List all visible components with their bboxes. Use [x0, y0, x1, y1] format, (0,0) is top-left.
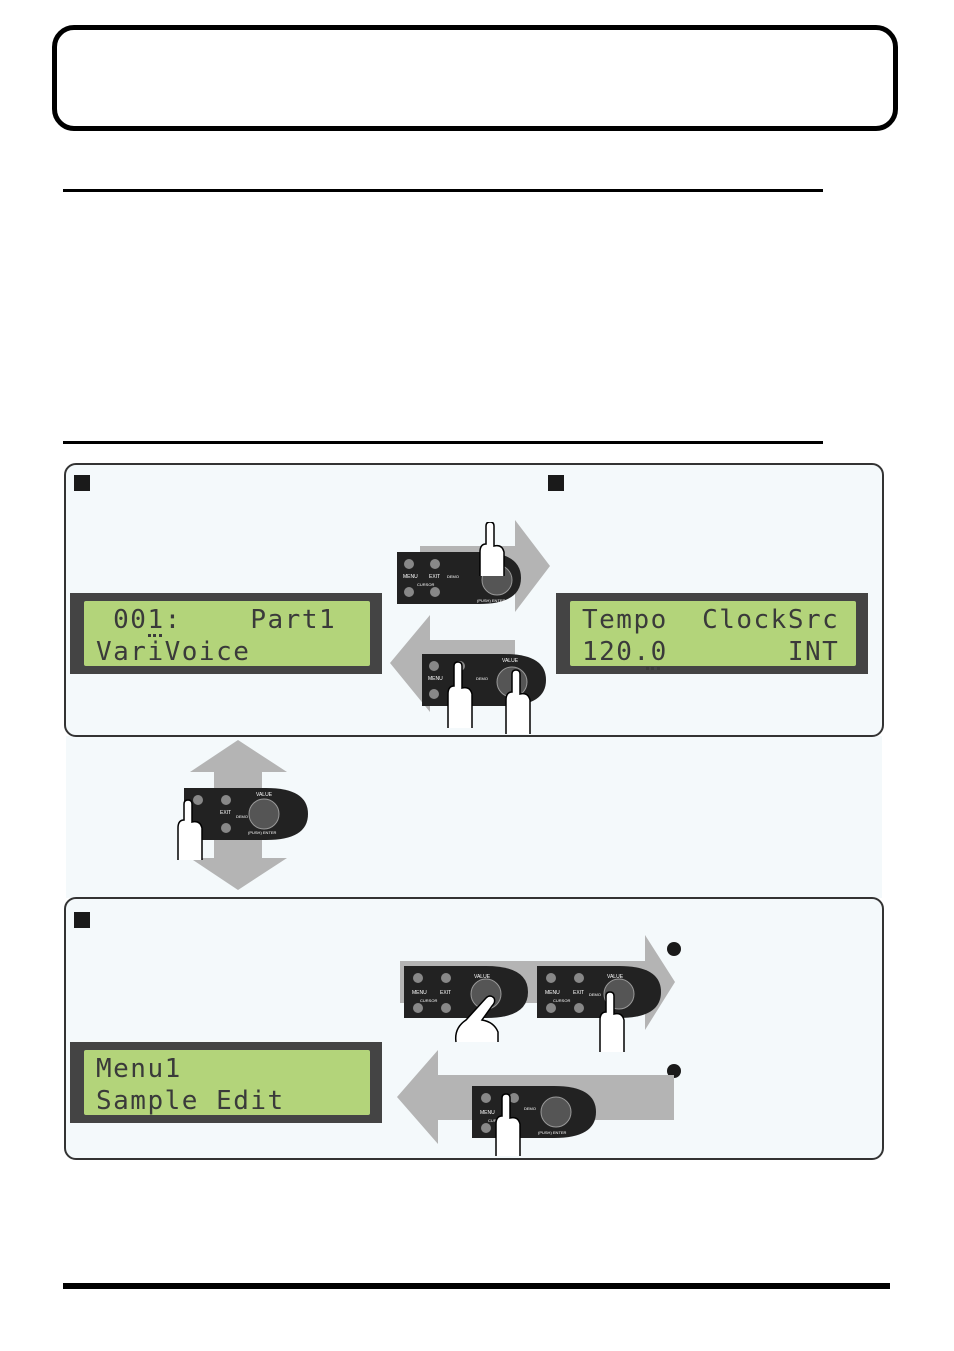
section-rule-1 [63, 189, 823, 192]
hand-pointer-icon [447, 661, 473, 728]
exit-button[interactable] [574, 973, 584, 983]
hand-pointer-icon [177, 799, 203, 860]
menu-button[interactable] [546, 973, 556, 983]
lcd-line-1: Menu1 [96, 1054, 182, 1084]
lcd-line-2: 120.0 INT [582, 637, 840, 667]
menu-button[interactable] [481, 1093, 491, 1103]
exit-button[interactable] [441, 973, 451, 983]
control-panel-widget: MENU EXIT CURSOR DEMO VALUE [537, 966, 661, 1018]
cursor-left-button[interactable] [481, 1123, 491, 1133]
cursor-left-button[interactable] [404, 587, 414, 597]
menu-button[interactable] [429, 661, 439, 671]
lcd-tempo-screen: Tempo ClockSrc 120.0 INT [556, 593, 868, 674]
menu-label: MENU [480, 1110, 495, 1116]
lcd-line-2: Sample Edit [96, 1086, 285, 1116]
menu-button[interactable] [193, 795, 203, 805]
exit-label: EXIT [220, 810, 231, 816]
push-enter-label: (PUSH) ENTER [248, 830, 277, 835]
menu-label: MENU [403, 574, 418, 580]
lcd-line-2: VariVoice [96, 637, 251, 667]
menu-label: MENU [412, 990, 427, 996]
hand-pointer-icon [505, 669, 531, 734]
lcd-line-1: 001: Part1 [96, 605, 337, 635]
control-panel-widget: MENU EXIT CURSOR VALUE [404, 966, 528, 1018]
push-enter-label: (PUSH) ENTER [538, 1130, 567, 1135]
value-label: VALUE [607, 974, 624, 980]
value-label: VALUE [256, 792, 273, 798]
push-enter-label: (PUSH) ENTER [477, 598, 506, 603]
demo-label: DEMO [236, 814, 248, 819]
edit-cursor [646, 667, 660, 670]
value-label: VALUE [502, 658, 519, 664]
exit-button[interactable] [221, 795, 231, 805]
filled-circle-icon [667, 942, 681, 956]
value-knob[interactable] [248, 798, 280, 830]
cursor-left-button[interactable] [429, 689, 439, 699]
lcd-play-screen: 001: Part1 VariVoice [70, 593, 382, 674]
control-panel-widget: EXIT DEMO VALUE (PUSH) ENTER [184, 788, 308, 840]
edit-cursor [148, 634, 162, 637]
value-knob[interactable] [540, 1096, 572, 1128]
cursor-right-button[interactable] [430, 587, 440, 597]
menu-label: MENU [545, 990, 560, 996]
lcd-line-1: Tempo ClockSrc [582, 605, 840, 635]
cursor-right-button[interactable] [221, 823, 231, 833]
filled-square-icon [74, 475, 90, 491]
demo-label: DEMO [476, 676, 488, 681]
cursor-left-button[interactable] [413, 1003, 423, 1013]
cursor-label: CURSOR [420, 998, 437, 1003]
hand-pointer-icon [495, 1093, 521, 1156]
exit-label: EXIT [440, 990, 451, 996]
hand-pointer-icon [599, 991, 625, 1052]
filled-square-icon [548, 475, 564, 491]
section-rule-2 [63, 441, 823, 444]
menu-button[interactable] [404, 559, 414, 569]
cursor-right-button[interactable] [574, 1003, 584, 1013]
value-label: VALUE [474, 974, 491, 980]
filled-circle-icon [667, 1064, 681, 1078]
chapter-title-box [52, 25, 898, 131]
footer-rule [63, 1283, 890, 1289]
cursor-right-button[interactable] [441, 1003, 451, 1013]
hand-pointer-icon [479, 522, 505, 576]
cursor-label: CURSOR [553, 998, 570, 1003]
exit-button[interactable] [430, 559, 440, 569]
exit-label: EXIT [429, 574, 440, 580]
cursor-label: CURSOR [417, 582, 434, 587]
demo-label: DEMO [447, 574, 459, 579]
hand-pointer-icon [454, 995, 499, 1043]
filled-square-icon [74, 912, 90, 928]
lcd-menu-screen: Menu1 Sample Edit [70, 1042, 382, 1123]
demo-label: DEMO [524, 1106, 536, 1111]
exit-button[interactable] [509, 1093, 519, 1103]
demo-label: DEMO [589, 992, 601, 997]
menu-label: MENU [428, 676, 443, 682]
menu-button[interactable] [413, 973, 423, 983]
exit-label: EXIT [573, 990, 584, 996]
cursor-left-button[interactable] [546, 1003, 556, 1013]
